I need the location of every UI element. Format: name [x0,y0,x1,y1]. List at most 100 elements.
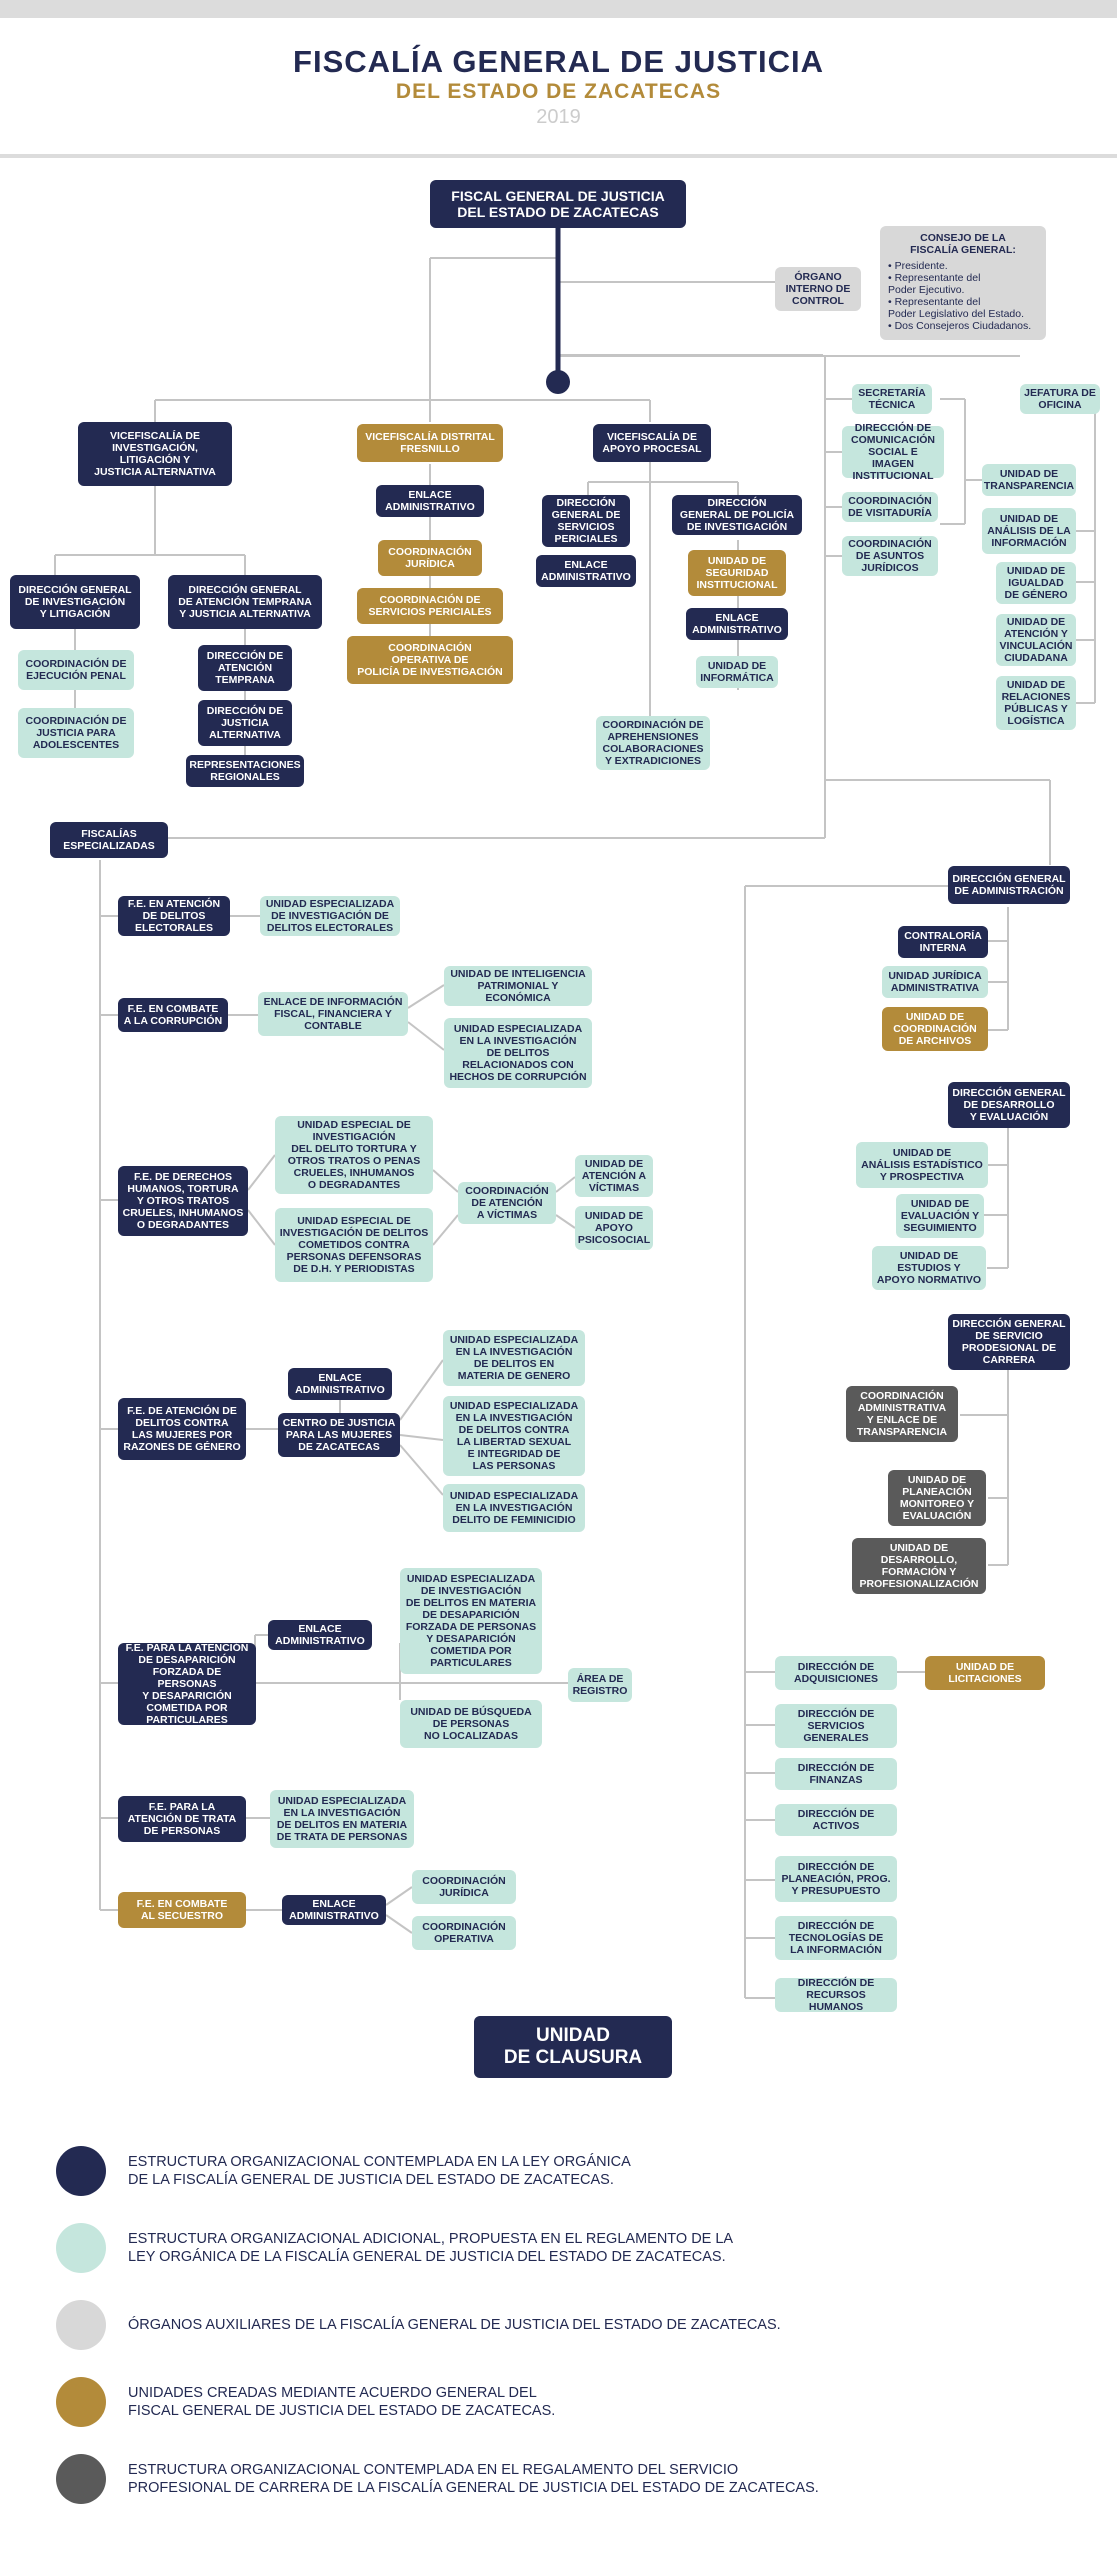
legend-swatch [56,2377,106,2427]
dir-planeacion-box: DIRECCIÓN DE PLANEACIÓN, PROG. Y PRESUPU… [775,1856,897,1902]
unidad-tortura-box: UNIDAD ESPECIAL DE INVESTIGACIÓN DEL DEL… [275,1116,433,1194]
unidad-genero-box: UNIDAD ESPECIALIZADA EN LA INVESTIGACIÓN… [443,1330,585,1386]
unidad-licitaciones-box: UNIDAD DE LICITACIONES [925,1656,1045,1690]
desaparicion-enlace-box: ENLACE ADMINISTRATIVO [268,1620,372,1650]
fe-electorales-box: F.E. EN ATENCIÓN DE DELITOS ELECTORALES [118,896,230,936]
legend-swatch [56,2454,106,2504]
jefatura-oficina-box: JEFATURA DE OFICINA [1020,384,1100,414]
secuestro-coord-operativa-box: COORDINACIÓN OPERATIVA [412,1916,516,1950]
unidad-feminicidio-box: UNIDAD ESPECIALIZADA EN LA INVESTIGACIÓN… [443,1484,585,1532]
coord-asuntos-juridicos-box: COORDINACIÓN DE ASUNTOS JURÍDICOS [842,536,938,576]
legend-text: ÓRGANOS AUXILIARES DE LA FISCALÍA GENERA… [128,2316,781,2333]
unidad-archivos-box: UNIDAD DE COORDINACIÓN DE ARCHIVOS [882,1007,988,1051]
unidad-busqueda-box: UNIDAD DE BÚSQUEDA DE PERSONAS NO LOCALI… [400,1700,542,1748]
legend-item: ÓRGANOS AUXILIARES DE LA FISCALÍA GENERA… [56,2300,1096,2350]
secuestro-coord-juridica-box: COORDINACIÓN JURÍDICA [412,1870,516,1904]
fe-secuestro-box: F.E. EN COMBATE AL SECUESTRO [118,1892,246,1928]
legend-swatch [56,2223,106,2273]
legend-item: ESTRUCTURA ORGANIZACIONAL CONTEMPLADA EN… [56,2454,1096,2504]
vicefiscalia-fresnillo-box: VICEFISCALÍA DISTRITAL FRESNILLO [357,424,503,462]
centro-justicia-mujeres-box: CENTRO DE JUSTICIA PARA LAS MUJERES DE Z… [278,1413,400,1457]
header-separator [0,154,1117,158]
consejo-item: • Dos Consejeros Ciudadanos. [888,320,1032,333]
unidad-clausura-box: UNIDAD DE CLAUSURA [474,2016,672,2078]
dg-desarrollo-box: DIRECCIÓN GENERAL DE DESARROLLO Y EVALUA… [948,1082,1070,1128]
legend-text: ESTRUCTURA ORGANIZACIONAL CONTEMPLADA EN… [128,2153,631,2188]
unidad-corrupcion-box: UNIDAD ESPECIALIZADA EN LA INVESTIGACIÓN… [444,1018,592,1088]
area-registro-box: ÁREA DE REGISTRO [568,1668,632,1702]
fiscal-general-box: FISCAL GENERAL DE JUSTICIA DEL ESTADO DE… [430,180,686,228]
unidad-estudios-box: UNIDAD DE ESTUDIOS Y APOYO NORMATIVO [872,1246,986,1290]
coord-justicia-adolescentes-box: COORDINACIÓN DE JUSTICIA PARA ADOLESCENT… [18,708,134,758]
coord-aprehensiones-box: COORDINACIÓN DE APREHENSIONES COLABORACI… [596,716,710,770]
legend-item: UNIDADES CREADAS MEDIANTE ACUERDO GENERA… [56,2377,1096,2427]
consejo-item: • Representante del Poder Ejecutivo. [888,272,981,297]
legend-text: UNIDADES CREADAS MEDIANTE ACUERDO GENERA… [128,2384,556,2419]
legend-item: ESTRUCTURA ORGANIZACIONAL ADICIONAL, PRO… [56,2223,1096,2273]
unidad-evaluacion-box: UNIDAD DE EVALUACIÓN Y SEGUIMIENTO [896,1194,984,1238]
dir-finanzas-box: DIRECCIÓN DE FINANZAS [775,1758,897,1790]
dg-policia-box: DIRECCIÓN GENERAL DE POLICÍA DE INVESTIG… [672,495,802,535]
mujeres-enlace-box: ENLACE ADMINISTRATIVO [288,1368,392,1400]
consejo-title: CONSEJO DE LA FISCALÍA GENERAL: [910,232,1016,257]
consejo-box: CONSEJO DE LA FISCALÍA GENERAL: • Presid… [880,226,1046,340]
dg-servicio-carrera-box: DIRECCIÓN GENERAL DE SERVICIO PRODESIONA… [948,1314,1070,1370]
unidad-seguridad-institucional-box: UNIDAD DE SEGURIDAD INSTITUCIONAL [688,550,786,596]
apoyo-enlace-box: ENLACE ADMINISTRATIVO [536,555,636,587]
unidad-defensores-box: UNIDAD ESPECIAL DE INVESTIGACIÓN DE DELI… [275,1208,433,1282]
fresnillo-enlace-box: ENLACE ADMINISTRATIVO [376,485,484,517]
representaciones-regionales-box: REPRESENTACIONES REGIONALES [186,755,304,787]
page-year: 2019 [536,106,581,128]
fresnillo-coord-operativa-box: COORDINACIÓN OPERATIVA DE POLICÍA DE INV… [347,636,513,684]
coord-victimas-box: COORDINACIÓN DE ATENCIÓN A VÍCTIMAS [458,1182,556,1224]
fiscalias-especializadas-box: FISCALÍAS ESPECIALIZADAS [50,822,168,858]
legend-text: ESTRUCTURA ORGANIZACIONAL ADICIONAL, PRO… [128,2230,734,2265]
vicefiscalia-apoyo-box: VICEFISCALÍA DE APOYO PROCESAL [593,424,711,462]
dir-comunicacion-box: DIRECCIÓN DE COMUNICACIÓN SOCIAL E IMAGE… [842,422,944,482]
unidad-analisis-estadistico-box: UNIDAD DE ANÁLISIS ESTADÍSTICO Y PROSPEC… [856,1142,988,1188]
coord-admin-transparencia-box: COORDINACIÓN ADMINISTRATIVA Y ENLACE DE … [846,1386,958,1442]
coord-visitaduria-box: COORDINACIÓN DE VISITADURÍA [842,492,938,522]
unidad-libertad-sexual-box: UNIDAD ESPECIALIZADA EN LA INVESTIGACIÓN… [443,1396,585,1476]
vicefiscalia-investigacion-box: VICEFISCALÍA DE INVESTIGACIÓN, LITIGACIÓ… [78,422,232,486]
legend-swatch [56,2300,106,2350]
unidad-electorales-box: UNIDAD ESPECIALIZADA DE INVESTIGACIÓN DE… [260,896,400,936]
dg-servicios-periciales-box: DIRECCIÓN GENERAL DE SERVICIOS PERICIALE… [542,495,630,547]
coord-ejecucion-box: COORDINACIÓN DE EJECUCIÓN PENAL [18,650,134,690]
fe-corrupcion-box: F.E. EN COMBATE A LA CORRUPCIÓN [118,998,228,1032]
dir-adquisiciones-box: DIRECCIÓN DE ADQUISICIONES [775,1656,897,1690]
organo-control-box: ÓRGANO INTERNO DE CONTROL [775,267,861,311]
dg-atencion-temprana-box: DIRECCIÓN GENERAL DE ATENCIÓN TEMPRANA Y… [168,575,322,629]
unidad-atencion-vinculacion-box: UNIDAD DE ATENCIÓN Y VINCULACIÓN CIUDADA… [996,614,1076,666]
fe-desaparicion-box: F.E. PARA LA ATENCIÓN DE DESAPARICIÓN FO… [118,1642,256,1726]
unidad-igualdad-box: UNIDAD DE IGUALDAD DE GÉNERO [996,562,1076,604]
dir-atencion-temprana-box: DIRECCIÓN DE ATENCIÓN TEMPRANA [198,645,292,691]
secuestro-enlace-box: ENLACE ADMINISTRATIVO [282,1895,386,1925]
contraloria-box: CONTRALORÍA INTERNA [898,926,988,958]
fe-mujeres-box: F.E. DE ATENCIÓN DE DELITOS CONTRA LAS M… [118,1398,246,1460]
hierarchy-node-dot [546,370,570,394]
dir-activos-box: DIRECCIÓN DE ACTIVOS [775,1804,897,1836]
dir-justicia-alternativa-box: DIRECCIÓN DE JUSTICIA ALTERNATIVA [198,700,292,746]
unidad-relaciones-publicas-box: UNIDAD DE RELACIONES PÚBLICAS Y LOGÍSTIC… [996,676,1076,730]
unidad-planeacion-box: UNIDAD DE PLANEACIÓN MONITOREO Y EVALUAC… [888,1470,986,1526]
unidad-apoyo-psicosocial-box: UNIDAD DE APOYO PSICOSOCIAL [575,1206,653,1250]
enlace-informacion-fiscal-box: ENLACE DE INFORMACIÓN FISCAL, FINANCIERA… [258,992,408,1036]
legend-text: ESTRUCTURA ORGANIZACIONAL CONTEMPLADA EN… [128,2461,819,2496]
fe-derechos-humanos-box: F.E. DE DERECHOS HUMANOS, TORTURA Y OTRO… [118,1166,248,1236]
fresnillo-coord-juridica-box: COORDINACIÓN JURÍDICA [378,540,482,576]
fe-trata-box: F.E. PARA LA ATENCIÓN DE TRATA DE PERSON… [118,1796,246,1842]
dir-recursos-humanos-box: DIRECCIÓN DE RECURSOS HUMANOS [775,1977,897,2013]
dg-administracion-box: DIRECCIÓN GENERAL DE ADMINISTRACIÓN [948,866,1070,904]
dg-investigacion-box: DIRECCIÓN GENERAL DE INVESTIGACIÓN Y LIT… [10,575,140,629]
consejo-item: • Presidente. [888,260,948,273]
policia-enlace-box: ENLACE ADMINISTRATIVO [686,608,788,640]
dir-tecnologias-box: DIRECCIÓN DE TECNOLOGÍAS DE LA INFORMACI… [775,1916,897,1960]
secretaria-tecnica-box: SECRETARÍA TÉCNICA [852,384,932,414]
consejo-item: • Representante del Poder Legislativo de… [888,296,1025,321]
legend-item: ESTRUCTURA ORGANIZACIONAL CONTEMPLADA EN… [56,2146,1096,2196]
unidad-desarrollo-box: UNIDAD DE DESARROLLO, FORMACIÓN Y PROFES… [852,1538,986,1594]
unidad-juridica-admin-box: UNIDAD JURÍDICA ADMINISTRATIVA [882,966,988,998]
unidad-inteligencia-box: UNIDAD DE INTELIGENCIA PATRIMONIAL Y ECO… [444,966,592,1006]
page-title: FISCALÍA GENERAL DE JUSTICIA [293,44,824,79]
